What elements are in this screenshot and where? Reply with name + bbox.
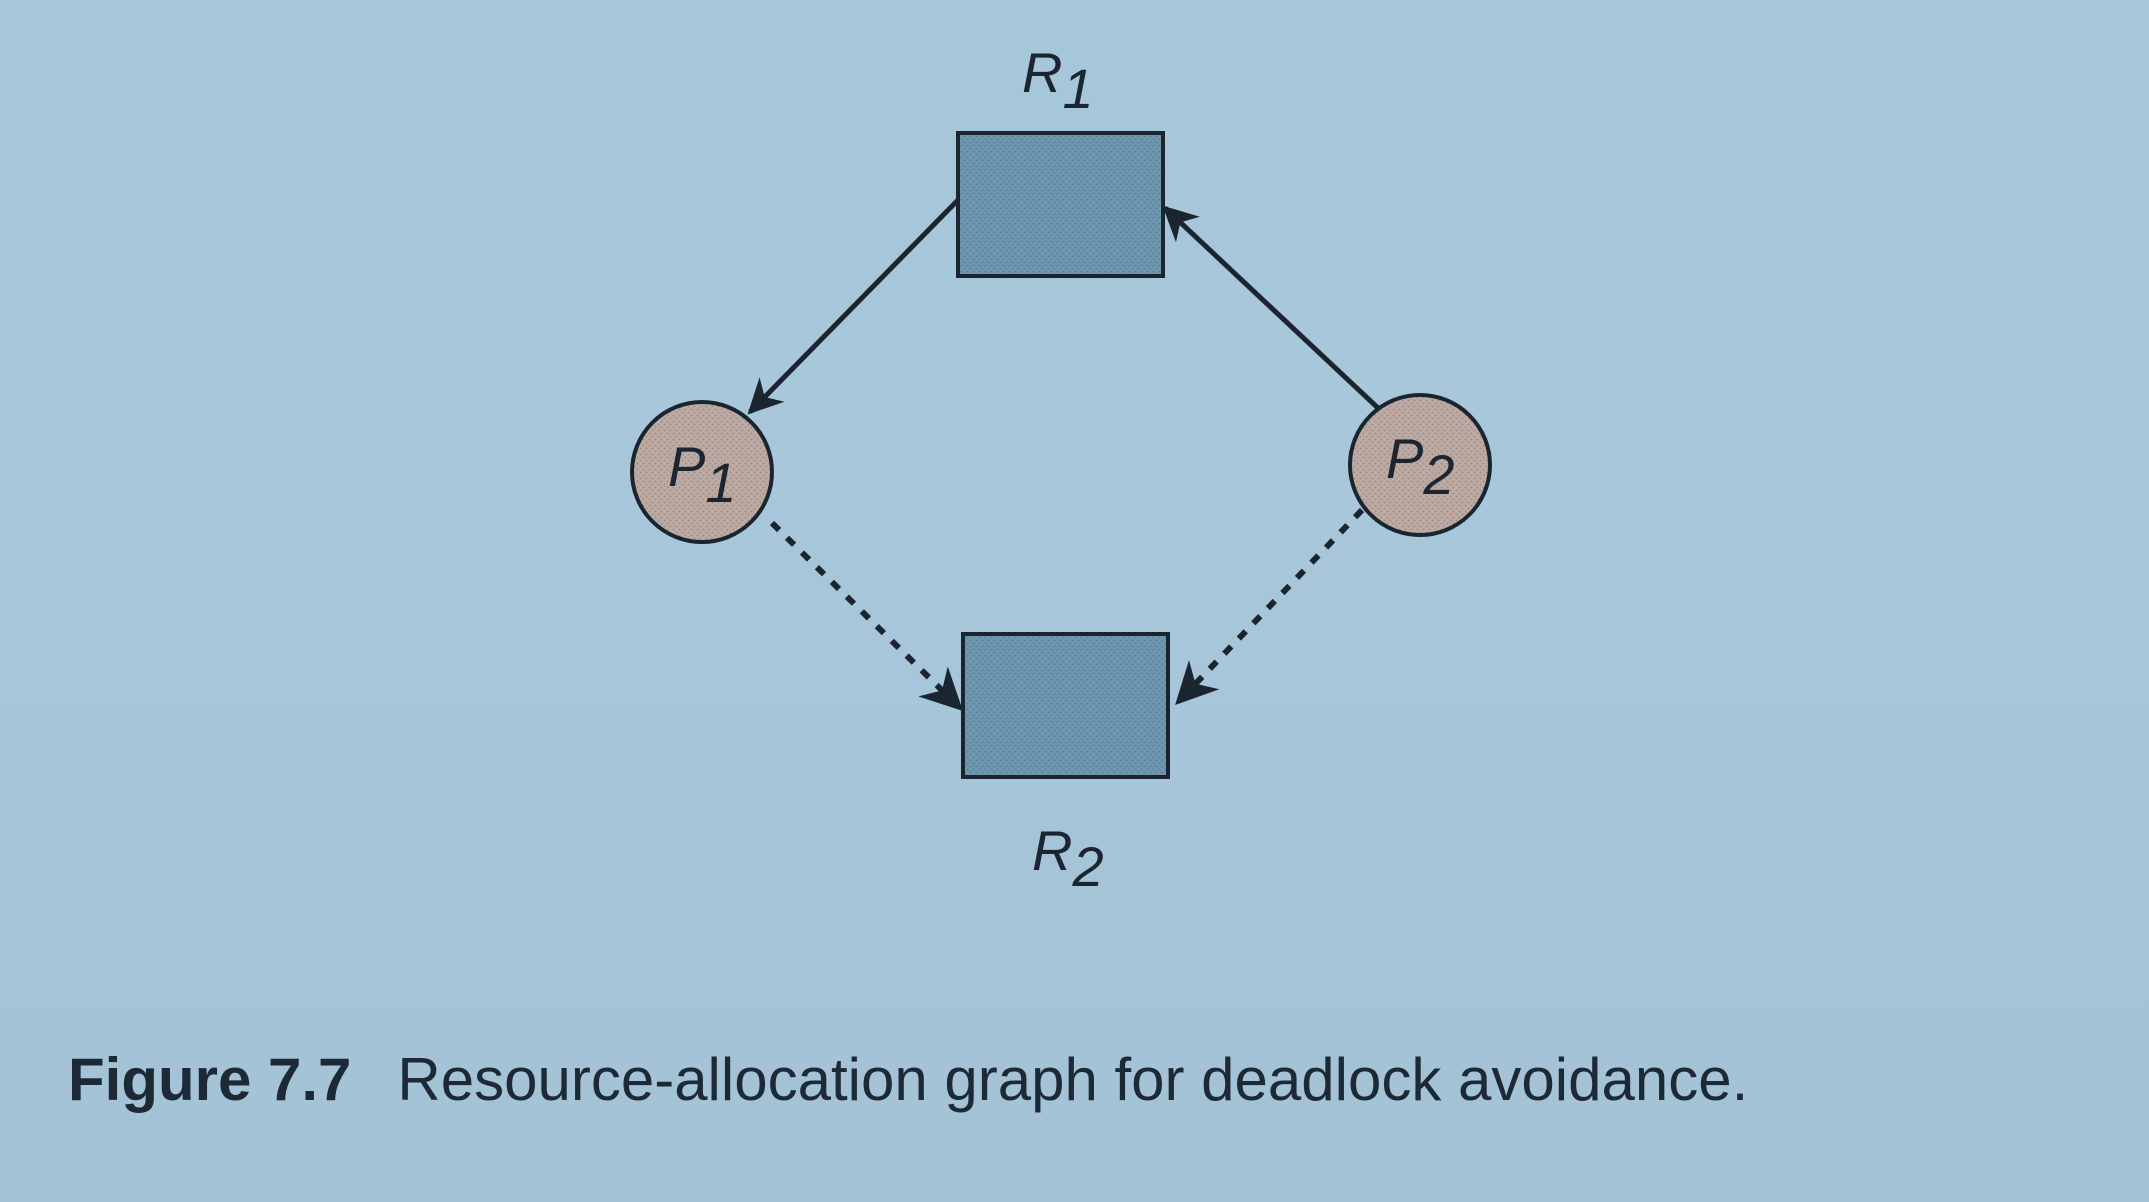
edge-p2-to-r1: [1162, 205, 1380, 410]
resource-r1-label: R1: [1022, 41, 1094, 120]
claim-edge-p2-to-r2: [1175, 507, 1365, 706]
process-p2-label: P2: [1386, 427, 1455, 506]
resource-r2-label: R2: [1032, 819, 1104, 898]
edge-r1-to-p1: [747, 198, 960, 415]
process-p2: P2: [1348, 393, 1492, 537]
resource-r2: [961, 632, 1170, 779]
claim-edge-p1-to-r2: [769, 520, 963, 711]
figure-caption-text: Resource-allocation graph for deadlock a…: [397, 1046, 1749, 1113]
resource-r1: [956, 131, 1165, 278]
figure-caption: Figure 7.7 Resource-allocation graph for …: [68, 1045, 1748, 1114]
process-p1-label: P1: [668, 435, 737, 514]
figure-number: Figure 7.7: [68, 1046, 352, 1113]
process-p1: P1: [630, 400, 774, 544]
